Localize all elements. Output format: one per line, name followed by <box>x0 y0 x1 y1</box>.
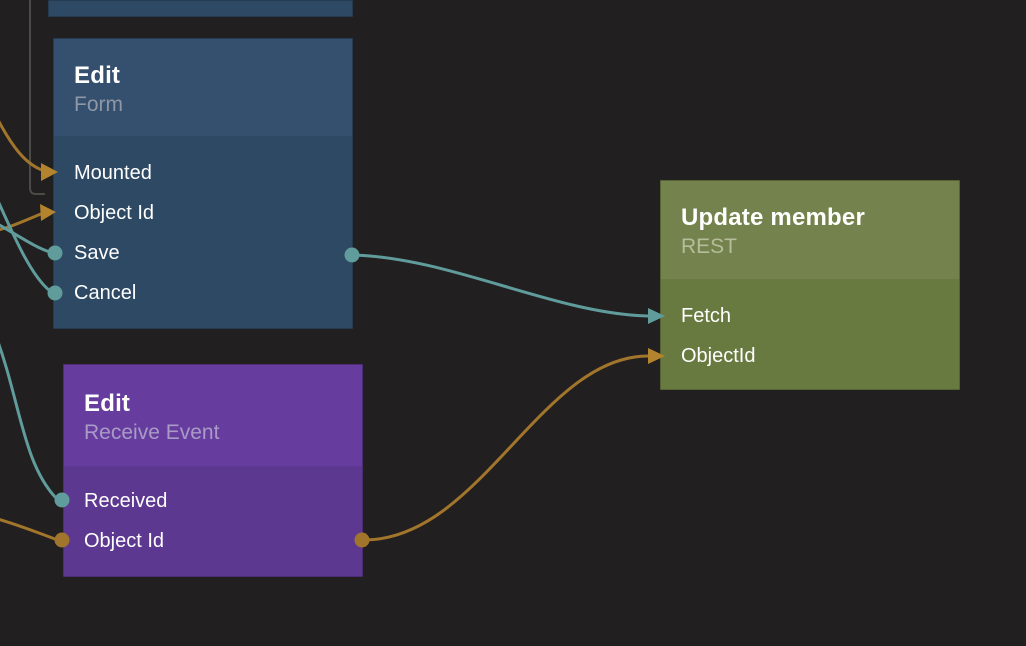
port-cancel[interactable]: Cancel <box>74 282 137 304</box>
wire-gray-top-to-mounted[interactable] <box>29 0 45 195</box>
port-mounted[interactable]: Mounted <box>74 162 152 184</box>
wire-orange-to-mounted[interactable] <box>0 112 44 172</box>
node-edit-form-ports: Mounted Object Id Save Cancel <box>54 136 352 313</box>
wire-orange-to-object-id-form[interactable] <box>0 212 43 232</box>
port-save[interactable]: Save <box>74 242 120 264</box>
node-update-member-ports: Fetch ObjectId <box>661 279 959 376</box>
node-title: Update member <box>681 204 865 231</box>
node-edit-receive-event-header[interactable]: Edit Receive Event <box>64 365 362 466</box>
port-object-id[interactable]: Object Id <box>74 202 155 224</box>
node-subtitle: Receive Event <box>84 421 220 444</box>
wire-teal-to-save[interactable] <box>0 222 52 254</box>
wire-teal-to-cancel[interactable] <box>0 192 52 293</box>
node-partial-top[interactable] <box>48 0 353 17</box>
node-title: Edit <box>74 62 121 89</box>
port-object-id[interactable]: Object Id <box>84 530 165 552</box>
port-objectid[interactable]: ObjectId <box>681 345 756 367</box>
port-fetch[interactable]: Fetch <box>681 305 732 327</box>
wire-teal-form-to-fetch[interactable] <box>350 253 650 318</box>
node-update-member-header[interactable]: Update member REST <box>661 181 959 279</box>
wire-orange-receive-to-objectid[interactable] <box>360 354 650 542</box>
node-subtitle: Form <box>74 93 123 116</box>
port-received[interactable]: Received <box>84 490 168 512</box>
node-title: Edit <box>84 390 131 417</box>
node-edit-receive-event-ports: Received Object Id <box>64 466 362 561</box>
node-edit-form-header[interactable]: Edit Form <box>54 39 352 136</box>
wire-orange-to-object-id-receive[interactable] <box>0 518 57 541</box>
node-edit-receive-event[interactable]: Edit Receive Event Received Object Id <box>63 364 363 577</box>
wire-teal-to-received[interactable] <box>0 331 58 500</box>
node-update-member[interactable]: Update member REST Fetch ObjectId <box>660 180 960 390</box>
node-subtitle: REST <box>681 235 738 258</box>
node-edit-form[interactable]: Edit Form Mounted Object Id Save Cancel <box>53 38 353 329</box>
